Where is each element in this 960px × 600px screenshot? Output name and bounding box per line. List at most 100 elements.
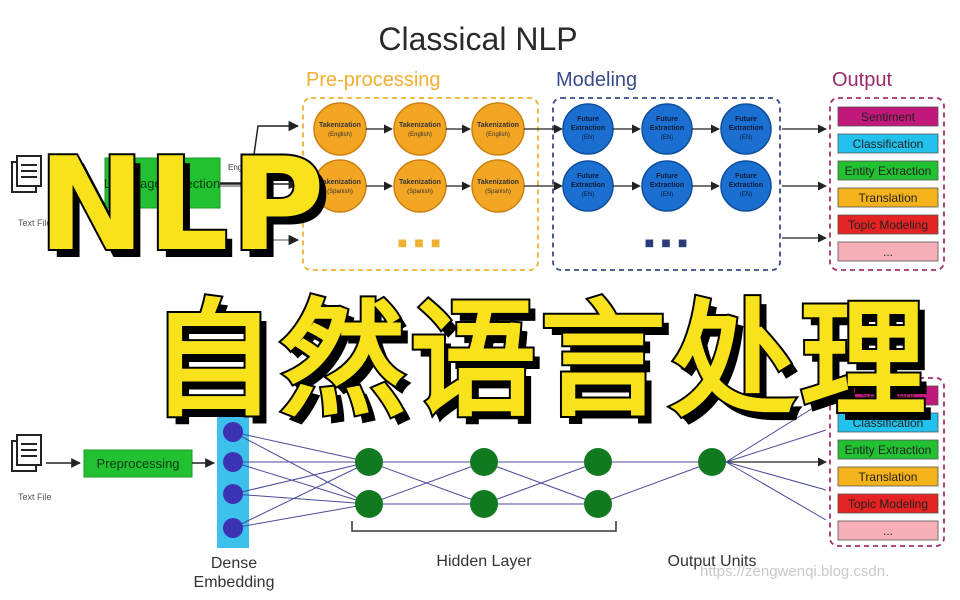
preprocessing-box [302, 97, 539, 271]
svg-text:(EN): (EN) [740, 135, 752, 141]
network-edge [232, 461, 370, 529]
network-node [584, 448, 612, 476]
token-node: Takenization (Spanish) [313, 159, 367, 213]
svg-text:Sentiment: Sentiment [861, 110, 916, 124]
svg-text:(Spanish): (Spanish) [407, 189, 433, 195]
network-node [355, 448, 383, 476]
text-file-label-top: Text File [18, 218, 52, 228]
svg-text:Entity Extraction: Entity Extraction [845, 443, 932, 457]
svg-text:(EN): (EN) [740, 192, 752, 198]
network-edge [483, 461, 599, 505]
modeling-label: Modeling [556, 69, 637, 91]
svg-text:Extraction: Extraction [650, 182, 684, 189]
svg-text:(EN): (EN) [661, 135, 673, 141]
svg-text:(English): (English) [408, 132, 432, 138]
svg-text:...: ... [883, 245, 893, 259]
svg-text:Takenization: Takenization [399, 122, 441, 129]
token-node: Takenization (Spanish) [393, 159, 447, 213]
svg-text:(EN): (EN) [582, 192, 594, 198]
output-units-label: Output Units [668, 553, 757, 570]
svg-text:Future: Future [577, 173, 599, 180]
network-node [470, 448, 498, 476]
preprocessing-label-bottom: Preprocessing [96, 456, 179, 471]
network-edge [232, 461, 370, 505]
network-edge [725, 461, 827, 491]
svg-text:Takenization: Takenization [399, 179, 441, 186]
output-item: ... [837, 241, 939, 262]
svg-text:Translation: Translation [859, 470, 918, 484]
preprocessing-label: Pre-processing [306, 69, 441, 91]
svg-text:Sentiment: Sentiment [861, 389, 916, 403]
network-edge [368, 461, 485, 505]
svg-text:Extraction: Extraction [729, 182, 763, 189]
hidden-layer-bracket [351, 521, 617, 532]
network-edge [725, 461, 827, 521]
svg-text:Takenization: Takenization [319, 179, 361, 186]
svg-text:Classification: Classification [853, 416, 924, 430]
network-edge [232, 431, 370, 505]
svg-text:Classification: Classification [853, 137, 924, 151]
network-node [470, 490, 498, 518]
network-node [355, 490, 383, 518]
network-edge [597, 461, 713, 505]
svg-text:Extraction: Extraction [571, 125, 605, 132]
text-file-icon-bottom [11, 434, 42, 472]
feature-node: Future Extraction (EN) [720, 160, 772, 212]
modeling-box [552, 97, 781, 271]
feature-node: Future Extraction (EN) [720, 103, 772, 155]
svg-text:Takenization: Takenization [319, 122, 361, 129]
output-item: Classification [837, 412, 939, 433]
network-edge [725, 399, 827, 463]
svg-text:Extraction: Extraction [571, 182, 605, 189]
svg-text:...: ... [883, 524, 893, 538]
diagram-title: Classical NLP [378, 21, 577, 57]
text-file-label-bottom: Text File [18, 492, 52, 502]
english-branch-label: English [228, 163, 254, 172]
svg-text:Future: Future [656, 116, 678, 123]
preprocessing-ellipsis: ■ ■ ■ [398, 238, 443, 249]
svg-text:Translation: Translation [859, 191, 918, 205]
text-file-icon-top [11, 155, 42, 193]
network-node [223, 484, 243, 504]
svg-text:Future: Future [735, 116, 757, 123]
network-edge [232, 503, 370, 529]
hidden-layer-label: Hidden Layer [436, 553, 532, 570]
output-item: Entity Extraction [837, 160, 939, 181]
network-node [223, 518, 243, 538]
network-connections [232, 399, 827, 529]
token-node: Takenization (English) [393, 102, 447, 156]
feature-node: Future Extraction (EN) [641, 103, 693, 155]
preprocessing-box-bottom [83, 449, 193, 478]
network-edge [232, 493, 370, 505]
output-item: Sentiment [837, 385, 939, 406]
svg-text:Topic Modeling: Topic Modeling [848, 497, 928, 511]
output-item: Topic Modeling [837, 493, 939, 514]
dense-label: Dense [211, 555, 257, 572]
svg-text:(EN): (EN) [661, 192, 673, 198]
embedding-label: Embedding [194, 574, 275, 591]
network-edge [232, 461, 370, 495]
feature-node: Future Extraction (EN) [562, 103, 614, 155]
network-nodes [223, 422, 726, 538]
output-item: Entity Extraction [837, 439, 939, 460]
output-label: Output [832, 69, 892, 91]
output-item: ... [837, 520, 939, 541]
svg-text:Entity Extraction: Entity Extraction [845, 164, 932, 178]
network-node [698, 448, 726, 476]
svg-text:(English): (English) [328, 132, 352, 138]
svg-text:Future: Future [735, 173, 757, 180]
network-node [223, 422, 243, 442]
svg-text:(English): (English) [486, 132, 510, 138]
network-edge [725, 429, 827, 463]
output-item: Translation [837, 466, 939, 487]
svg-text:Extraction: Extraction [650, 125, 684, 132]
svg-text:Future: Future [656, 173, 678, 180]
token-node: Takenization (English) [313, 102, 367, 156]
output-box-bottom [829, 377, 945, 547]
output-item: Sentiment [837, 106, 939, 127]
svg-text:Takenization: Takenization [477, 122, 519, 129]
feature-node: Future Extraction (EN) [562, 160, 614, 212]
